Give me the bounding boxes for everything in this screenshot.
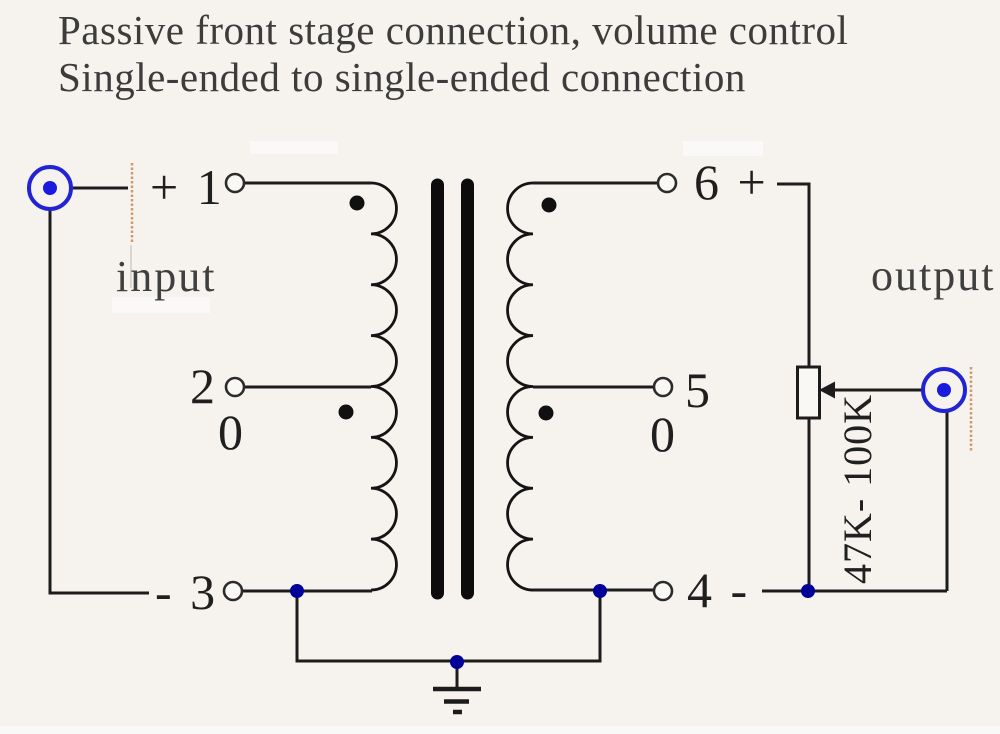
potentiometer-wiper-arrow <box>819 381 835 399</box>
terminal-label-3: - 3 <box>155 564 218 620</box>
watermark-patch <box>112 297 210 313</box>
rca-ring-icon <box>27 165 73 211</box>
output-rca-connector <box>921 367 967 413</box>
phase-dot-secondary-top <box>541 197 557 213</box>
watermark-patch <box>250 141 338 154</box>
phase-dot-secondary-bottom <box>538 405 554 421</box>
terminal-label-4: 4 - <box>687 562 750 618</box>
terminal-label-2: 2 <box>190 358 215 414</box>
bottom-edge-band <box>0 726 1000 734</box>
terminal-label-5-tap: 0 <box>650 406 675 462</box>
terminal-labels: + 1 2 0 - 3 6 + 5 0 4 - <box>150 154 769 620</box>
junction-dot <box>450 655 464 669</box>
terminal-label-1: + 1 <box>150 159 225 215</box>
phase-dot-primary-bottom <box>338 404 354 420</box>
terminal-pad-3 <box>222 580 244 602</box>
output-label: output <box>871 251 995 300</box>
terminal-pads <box>222 172 678 602</box>
ground-symbol <box>433 686 481 715</box>
secondary-winding-coil <box>506 181 534 592</box>
junction-dot <box>290 584 304 598</box>
page-title-line-1: Passive front stage connection, volume c… <box>58 7 849 53</box>
input-rca-connector <box>27 165 73 211</box>
phase-dot-primary-top <box>349 195 365 211</box>
terminal-label-5: 5 <box>685 362 710 418</box>
rca-ring-icon <box>921 367 967 413</box>
primary-winding-coil <box>370 181 398 592</box>
terminal-pad-2 <box>224 376 246 398</box>
terminal-pad-4 <box>652 580 674 602</box>
terminal-label-2-tap: 0 <box>218 404 243 460</box>
wire-input-ground-run <box>48 209 149 595</box>
input-label: input <box>116 252 216 301</box>
wire-terminal6-to-pot-top <box>777 182 811 367</box>
wire-ground-bus <box>295 591 602 663</box>
page-title-line-2: Single-ended to single-ended connection <box>58 54 746 100</box>
rca-pin-icon <box>43 181 57 195</box>
rca-pin-icon <box>937 383 951 397</box>
terminal-pad-5 <box>652 376 674 398</box>
potentiometer-body <box>796 365 821 420</box>
terminal-pad-1 <box>224 172 246 194</box>
wires <box>48 181 949 687</box>
junction-dot <box>801 584 815 598</box>
terminal-pad-6 <box>656 172 678 194</box>
potentiometer-value-label: 47K- 100K <box>835 394 880 584</box>
junction-dot <box>593 584 607 598</box>
watermark-patch <box>683 141 763 156</box>
terminal-label-6: 6 + <box>694 154 769 210</box>
